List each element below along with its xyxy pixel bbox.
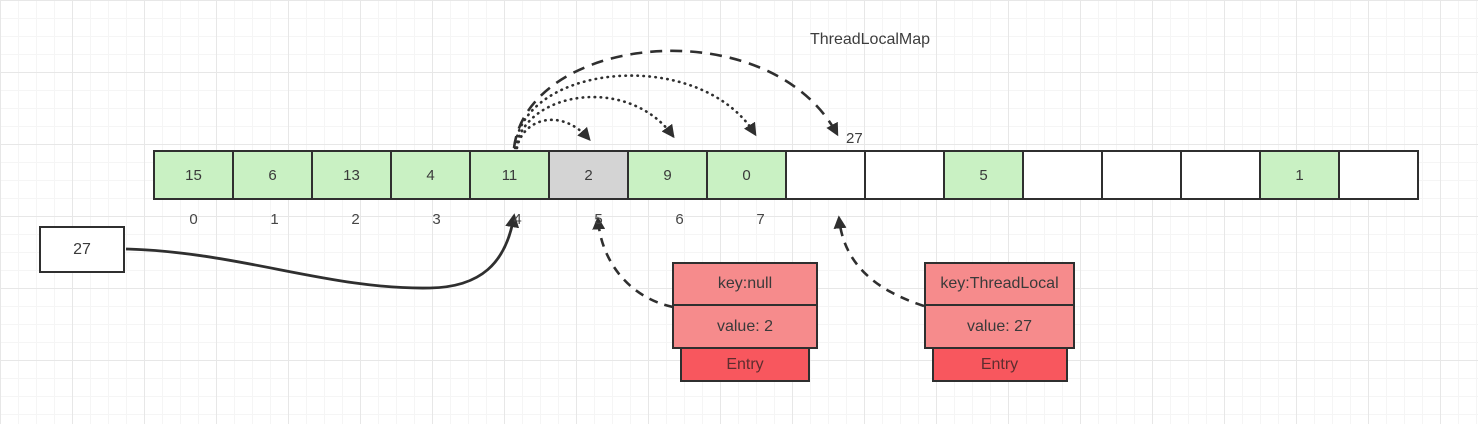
array-cell <box>1022 150 1103 200</box>
array-cell <box>785 150 866 200</box>
hash-value-box: 27 <box>39 226 125 273</box>
cell-value: 5 <box>979 166 988 184</box>
index-label: 5 <box>594 211 603 228</box>
array-cell <box>1101 150 1182 200</box>
entry-value: value: 2 <box>672 304 818 349</box>
cell-value: 6 <box>268 166 277 184</box>
array-cell: 4 <box>390 150 471 200</box>
array-cell: 6 <box>232 150 313 200</box>
probe-arc-3 <box>513 74 757 150</box>
array-cell: 2 <box>548 150 629 200</box>
array-cell <box>1338 150 1419 200</box>
probe-arc-1 <box>515 118 591 150</box>
cell-value: 11 <box>501 166 518 184</box>
entry-tag: Entry <box>680 347 810 382</box>
threadlocalmap-array: 15 6 13 4 11 2 9 0 5 1 <box>153 150 1419 200</box>
index-label: 1 <box>270 211 279 228</box>
cell-value: 4 <box>426 166 435 184</box>
index-label: 0 <box>189 211 198 228</box>
cell-value: 1 <box>1295 166 1304 184</box>
array-cell: 15 <box>153 150 234 200</box>
entry-tag: Entry <box>931 347 1068 382</box>
array-cell <box>1180 150 1261 200</box>
array-cell: 5 <box>943 150 1024 200</box>
cell-value: 15 <box>185 166 202 184</box>
array-cell <box>864 150 945 200</box>
cell-value: 9 <box>663 166 672 184</box>
slot8-hash-label: 27 <box>846 130 863 147</box>
array-cell: 13 <box>311 150 392 200</box>
index-label: 2 <box>351 211 360 228</box>
array-cell: 9 <box>627 150 708 200</box>
index-label: 3 <box>432 211 441 228</box>
entry-box-live: key:ThreadLocal value: 27 Entry <box>924 262 1075 382</box>
stale-entry-pointer <box>592 216 674 309</box>
entry-key: key:ThreadLocal <box>924 262 1075 306</box>
entry-value: value: 27 <box>924 304 1075 349</box>
probe-arc-2 <box>514 95 675 150</box>
diagram-title: ThreadLocalMap <box>809 31 931 48</box>
index-label: 4 <box>513 211 522 228</box>
index-label: 6 <box>675 211 684 228</box>
cell-value: 2 <box>584 166 593 184</box>
entry-key: key:null <box>672 262 818 306</box>
hash-value: 27 <box>73 240 91 258</box>
array-cell: 1 <box>1259 150 1340 200</box>
array-cell: 11 <box>469 150 550 200</box>
array-cell: 0 <box>706 150 787 200</box>
rehash-arc <box>512 49 839 149</box>
cell-value: 13 <box>343 166 360 184</box>
entry-box-stale: key:null value: 2 Entry <box>672 262 818 382</box>
cell-value: 0 <box>742 166 751 184</box>
live-entry-pointer <box>833 215 925 308</box>
index-label: 7 <box>756 211 765 228</box>
